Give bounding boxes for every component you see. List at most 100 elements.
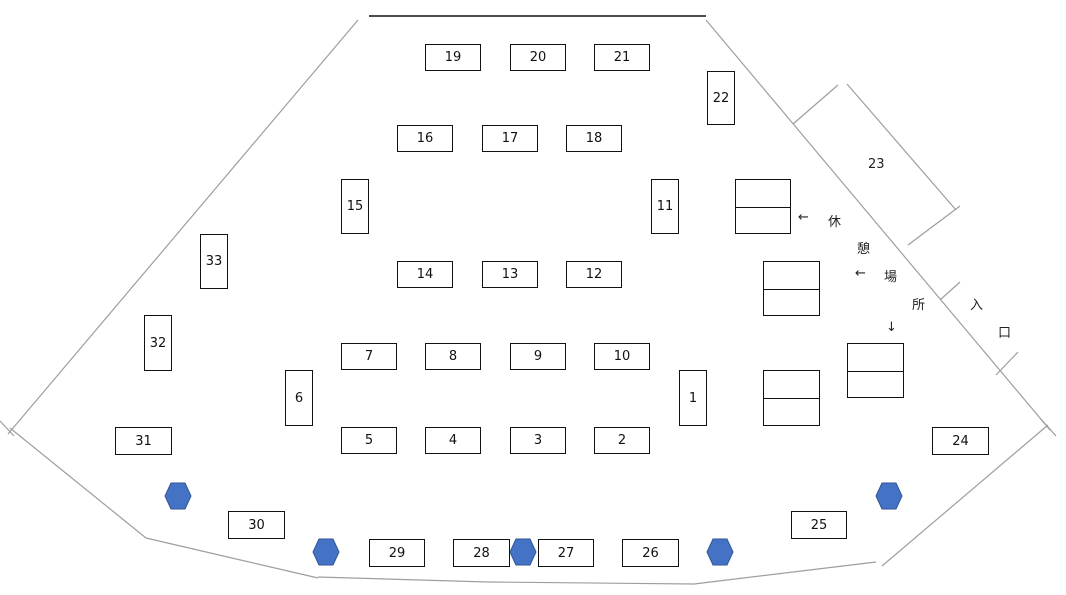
hexagon-marker-icon bbox=[509, 538, 537, 566]
booth-label: 8 bbox=[448, 349, 458, 364]
booth-label: 27 bbox=[557, 545, 575, 561]
rest-area-label: 休 bbox=[828, 215, 842, 230]
booth-label: 24 bbox=[952, 433, 969, 449]
divider bbox=[764, 398, 819, 399]
booth-label: 4 bbox=[448, 433, 458, 448]
bottom-wall-a bbox=[145, 537, 319, 579]
booth-label: 7 bbox=[364, 349, 374, 364]
rest-area-block bbox=[763, 261, 820, 316]
hexagon-marker-icon bbox=[312, 538, 340, 566]
booth-label: 32 bbox=[149, 335, 167, 351]
booth-29[interactable]: 29 bbox=[369, 539, 425, 567]
rest-area-label: 場 bbox=[884, 270, 898, 285]
booth-13[interactable]: 13 bbox=[482, 261, 538, 288]
booth-6[interactable]: 6 bbox=[285, 370, 313, 426]
booth-label: 11 bbox=[656, 199, 674, 214]
booth-label: 26 bbox=[642, 545, 659, 561]
hexagon-marker-icon bbox=[706, 538, 734, 566]
booth-20[interactable]: 20 bbox=[510, 44, 566, 71]
booth-label: 19 bbox=[444, 50, 462, 65]
hexagon-marker-icon bbox=[875, 482, 903, 510]
booth-label: 28 bbox=[473, 545, 490, 561]
room23-top bbox=[846, 83, 957, 211]
hexagon-marker-icon bbox=[164, 482, 192, 510]
booth-5[interactable]: 5 bbox=[341, 427, 397, 454]
booth-label: 22 bbox=[712, 90, 730, 106]
entrance-mark-top bbox=[939, 281, 961, 301]
booth-label: 29 bbox=[388, 545, 406, 561]
left-arrow-icon: ← bbox=[855, 266, 866, 281]
booth-label: 14 bbox=[416, 267, 434, 282]
booth-label: 1 bbox=[688, 390, 698, 406]
bottom-wall-c bbox=[487, 581, 695, 585]
bottom-wall-d bbox=[693, 561, 877, 585]
booth-31[interactable]: 31 bbox=[115, 427, 172, 455]
down-arrow-icon: ↓ bbox=[886, 320, 897, 335]
booth-30[interactable]: 30 bbox=[228, 511, 285, 539]
booth-27[interactable]: 27 bbox=[538, 539, 594, 567]
booth-label: 33 bbox=[205, 254, 223, 269]
booth-21[interactable]: 21 bbox=[594, 44, 650, 71]
left-lower-wall bbox=[0, 420, 15, 437]
left-upper-wall bbox=[7, 19, 359, 435]
rest-area-block bbox=[735, 179, 791, 234]
booth-17[interactable]: 17 bbox=[482, 125, 538, 152]
rest-area-block bbox=[847, 343, 904, 398]
booth-25[interactable]: 25 bbox=[791, 511, 847, 539]
booth-14[interactable]: 14 bbox=[397, 261, 453, 288]
booth-24[interactable]: 24 bbox=[932, 427, 989, 455]
entrance-label: 入 bbox=[970, 298, 984, 313]
booth-15[interactable]: 15 bbox=[341, 179, 369, 234]
booth-16[interactable]: 16 bbox=[397, 125, 453, 152]
booth-label: 6 bbox=[294, 390, 304, 406]
booth-18[interactable]: 18 bbox=[566, 125, 622, 152]
booth-23[interactable]: 23 bbox=[868, 157, 885, 172]
booth-label: 3 bbox=[533, 433, 543, 448]
booth-3[interactable]: 3 bbox=[510, 427, 566, 454]
booth-2[interactable]: 2 bbox=[594, 427, 650, 454]
booth-8[interactable]: 8 bbox=[425, 343, 481, 370]
room23-right bbox=[907, 205, 961, 246]
booth-label: 21 bbox=[613, 50, 631, 65]
booth-label: 2 bbox=[617, 433, 627, 448]
entrance-mark-bottom bbox=[995, 351, 1019, 376]
booth-label: 5 bbox=[364, 433, 374, 448]
divider bbox=[848, 370, 903, 372]
booth-label: 30 bbox=[248, 517, 265, 533]
booth-9[interactable]: 9 bbox=[510, 343, 566, 370]
rest-area-label: 憩 bbox=[857, 242, 871, 257]
booth-label: 18 bbox=[585, 131, 603, 146]
booth-label: 9 bbox=[533, 349, 543, 364]
left-arrow-icon: ← bbox=[798, 210, 809, 225]
booth-26[interactable]: 26 bbox=[622, 539, 679, 567]
booth-label: 23 bbox=[868, 157, 885, 172]
left-bottom-wall bbox=[9, 427, 147, 539]
booth-33[interactable]: 33 bbox=[200, 234, 228, 289]
divider bbox=[764, 288, 819, 290]
rest-area-block bbox=[763, 370, 820, 426]
booth-10[interactable]: 10 bbox=[594, 343, 650, 370]
room23-left bbox=[792, 84, 839, 125]
booth-label: 12 bbox=[585, 267, 603, 282]
booth-label: 15 bbox=[346, 199, 364, 214]
booth-1[interactable]: 1 bbox=[679, 370, 707, 426]
booth-4[interactable]: 4 bbox=[425, 427, 481, 454]
booth-label: 25 bbox=[810, 517, 828, 533]
booth-label: 20 bbox=[529, 50, 547, 65]
booth-22[interactable]: 22 bbox=[707, 71, 735, 125]
bottom-wall-b bbox=[317, 576, 489, 583]
booth-11[interactable]: 11 bbox=[651, 179, 679, 234]
booth-32[interactable]: 32 bbox=[144, 315, 172, 371]
booth-label: 16 bbox=[416, 131, 434, 146]
booth-28[interactable]: 28 bbox=[453, 539, 510, 567]
booth-19[interactable]: 19 bbox=[425, 44, 481, 71]
booth-7[interactable]: 7 bbox=[341, 343, 397, 370]
entrance-label: 口 bbox=[998, 326, 1012, 341]
booth-label: 13 bbox=[501, 267, 519, 282]
rest-area-label: 所 bbox=[912, 298, 926, 313]
divider bbox=[736, 206, 790, 208]
right-bottom-wall bbox=[881, 424, 1049, 567]
booth-12[interactable]: 12 bbox=[566, 261, 622, 288]
